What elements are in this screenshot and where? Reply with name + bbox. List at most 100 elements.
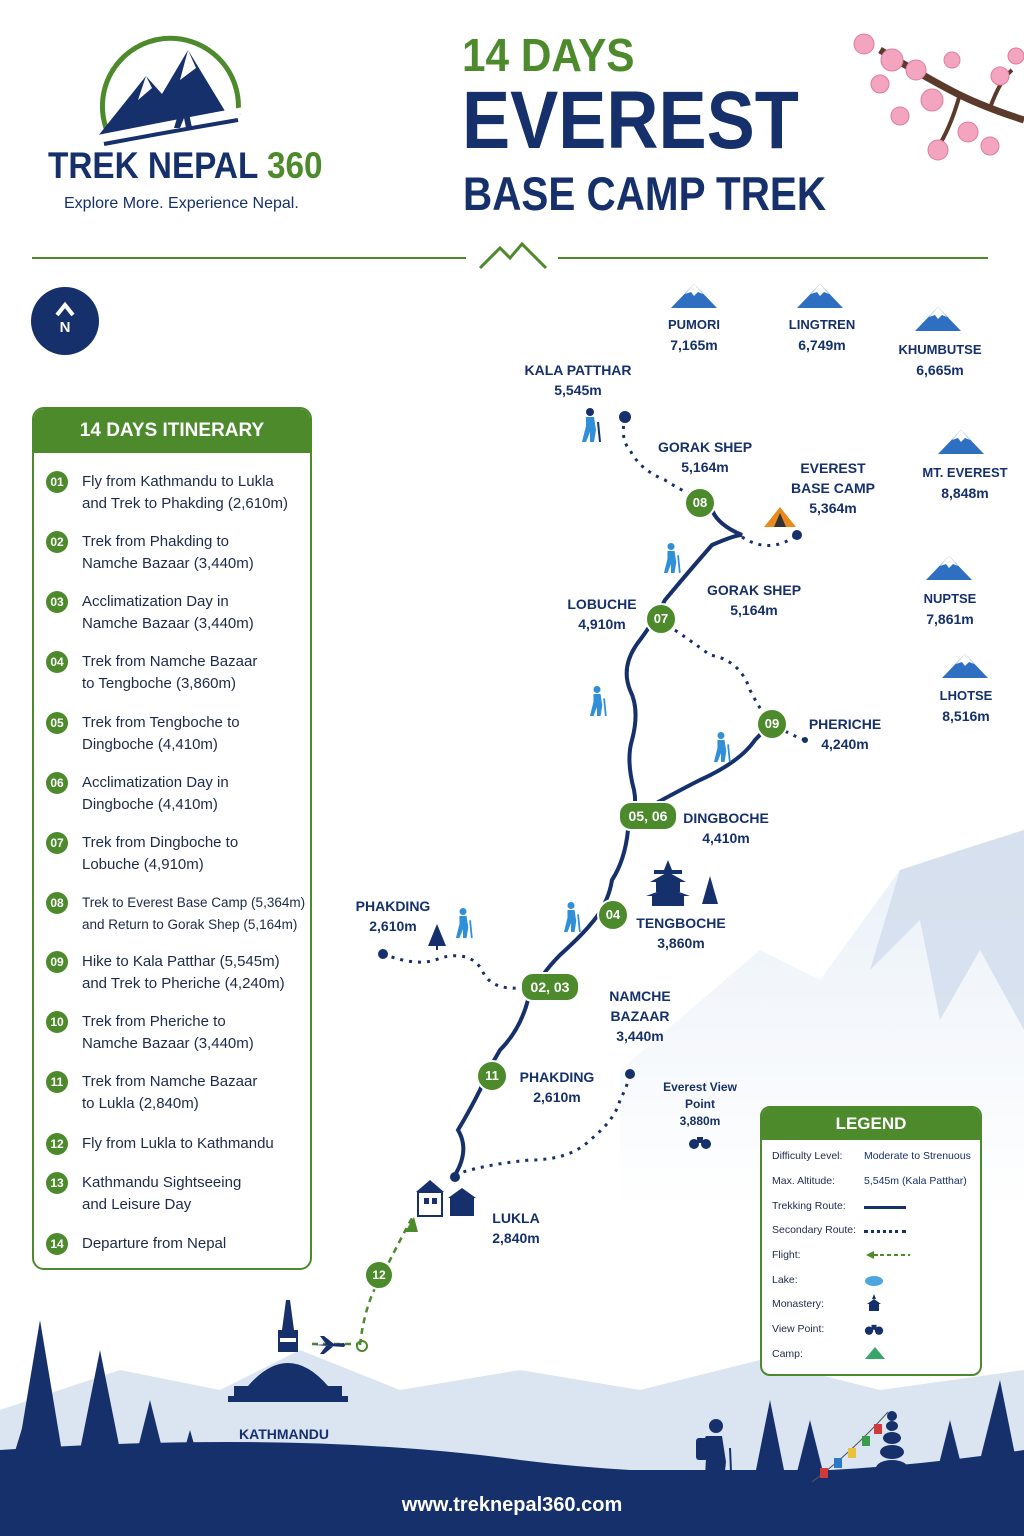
peak-name: LINGTREN [788,317,856,332]
place-name: KALA PATTHAR [524,362,632,378]
legend-label: Secondary Route: [772,1224,857,1236]
place-altitude: 5,364m [809,500,857,516]
day-line1: Trek from Tengboche to [82,714,240,731]
place-altitude: 4,910m [578,616,626,632]
lukla-village-icon [416,1180,476,1217]
place-name: PHAKDING [355,898,431,914]
day-number-badge: 11 [46,1071,68,1093]
place-altitude: 3,440m [616,1028,664,1044]
legend-monastery-icon [867,1294,881,1311]
day-number-badge: 13 [46,1172,68,1194]
hiker-icon-4 [563,902,581,932]
place-name-line2: Point [685,1097,715,1111]
peak-altitude: 7,165m [670,337,718,353]
peak-name: MT. EVEREST [922,465,1008,480]
compass-letter: N [59,319,71,336]
legend-camp-icon [865,1347,885,1359]
place-altitude: 5,164m [681,459,729,475]
pine-trees-left [0,1320,210,1500]
place-altitude: 5,545m [554,382,602,398]
place-name: LUKLA [492,1210,540,1226]
place-name: PHERICHE [808,716,882,732]
day-number-badge: 01 [46,471,68,493]
legend-label: Monastery: [772,1298,824,1310]
place-altitude: 2,840m [492,1230,540,1246]
route-marker-11: 11 [476,1060,508,1092]
day-line2: Namche Bazaar (3,440m) [82,555,254,572]
hiker-icon-kala-patthar [582,408,601,442]
brand-name-part2: 360 [266,145,323,186]
footer-website-link[interactable]: www.treknepal360.com [401,1494,623,1516]
lobuche-pheriche-dotted-route [659,618,772,723]
legend-panel: LEGEND Difficulty Level: Moderate to Str… [760,1106,982,1376]
day-line1: Departure from Nepal [82,1235,227,1252]
day-line2: and Leisure Day [82,1196,192,1213]
day-line2: and Return to Gorak Shep (5,164m) [82,917,298,932]
place-name-line1: EVEREST [800,460,866,476]
place-name-line1: Everest View [663,1080,737,1094]
mountain-divider-icon [478,242,548,270]
legend-label: View Point: [772,1323,825,1335]
itinerary-heading: 14 DAYS ITINERARY [34,409,310,453]
pheriche-route [639,720,772,814]
day-number-badge: 14 [46,1233,68,1255]
title-days: 14 DAYS [462,29,635,81]
place-altitude: 3,880m [679,1114,721,1128]
day-line1: Acclimatization Day in [82,774,229,791]
day-number-badge: 03 [46,591,68,613]
place-name: TENGBOCHE [636,915,726,931]
day-description: Fly from Lukla to Kathmandu [82,1133,308,1155]
place-altitude: 4,410m [702,830,750,846]
legend-trekking-route-swatch [864,1206,906,1209]
page-subtitle: BASE CAMP TREK [463,167,827,220]
day-line2: to Lukla (2,840m) [82,1095,199,1112]
peak-name: PUMORI [668,317,720,332]
prayer-flags-cairn-icon [812,1411,914,1492]
day-line2: Namche Bazaar (3,440m) [82,615,254,632]
peak-icon-lingtren [797,284,843,308]
place-name: KATHMANDU [239,1426,329,1442]
hiker-icon-5 [455,908,473,938]
day-line1: Hike to Kala Patthar (5,545m) [82,953,280,970]
place-name: PHAKDING [519,1069,595,1085]
route-marker-09: 09 [756,708,788,740]
peak-name: NUPTSE [923,591,977,606]
peak-icon-nuptse [926,556,972,580]
legend-label: Flight: [772,1249,801,1261]
day-line1: Acclimatization Day in [82,593,229,610]
peak-altitude: 6,665m [916,362,964,378]
legend-lake-icon [865,1276,883,1286]
route-marker-08: 08 [684,487,716,519]
day-description: Departure from Nepal [82,1233,308,1255]
day-number-badge: 04 [46,651,68,673]
kala-patthar-dotted-route [621,416,698,499]
pine-trees-right [750,1380,1024,1500]
place-altitude: 5,164m [730,602,778,618]
place-altitude: 3,860m [657,935,705,951]
place-label-phakding-1: PHAKDING 2,610m [348,896,438,936]
legend-label: Difficulty Level: [772,1150,843,1162]
boudhanath-stupa-icon [228,1300,348,1402]
phakding-namche-dotted-route [382,952,521,990]
place-altitude: 2,610m [369,918,417,934]
header-divider-right [558,257,988,259]
